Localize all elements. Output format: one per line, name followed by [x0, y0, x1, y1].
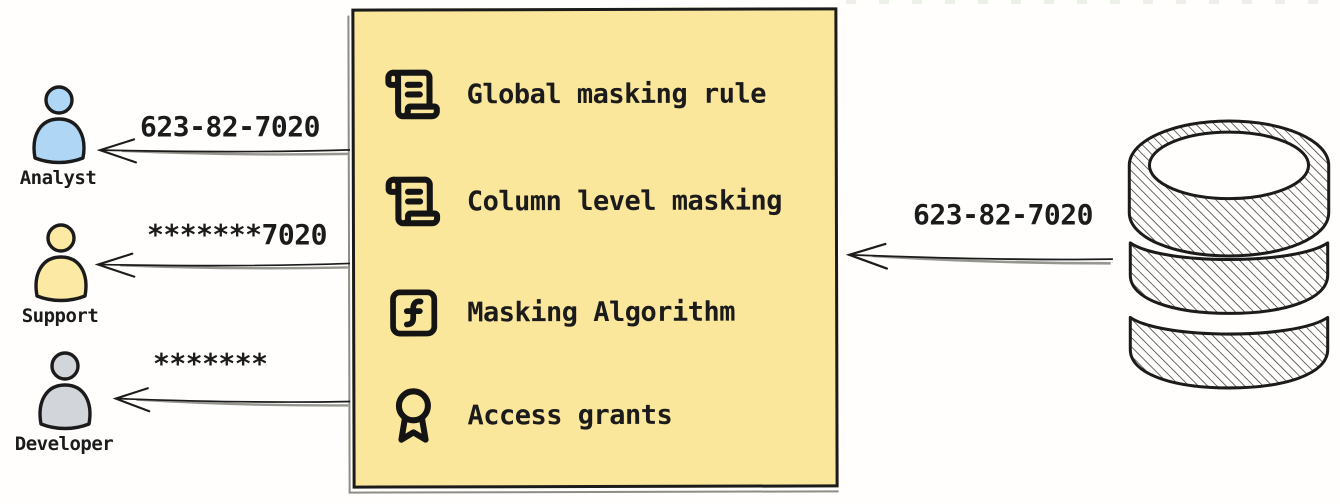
database-icon — [1122, 116, 1336, 396]
box-item-label: Global masking rule — [466, 78, 766, 110]
scroll-text-icon — [383, 65, 443, 123]
persona-developer: Developer — [6, 350, 122, 455]
function-square-icon — [383, 285, 443, 340]
flow-value-analyst: 623-82-7020 — [140, 110, 320, 143]
box-row-masking-algorithm: Masking Algorithm — [383, 281, 735, 344]
box-item-label: Masking Algorithm — [467, 296, 736, 328]
arrow-to-support — [94, 250, 352, 281]
persona-label: Analyst — [19, 167, 97, 189]
masking-rules-box: Global masking rule Column level masking… — [351, 7, 839, 489]
persona-support: Support — [2, 222, 118, 327]
persona-label: Developer — [14, 433, 114, 455]
flow-value-developer: ******* — [153, 347, 268, 380]
box-row-global-masking-rule: Global masking rule — [383, 63, 767, 126]
arrow-to-analyst — [96, 135, 352, 167]
flow-value-support: *******7020 — [147, 218, 327, 251]
box-row-access-grants: Access grants — [383, 384, 672, 447]
scroll-text-icon — [383, 172, 443, 230]
arrow-to-developer — [112, 383, 353, 418]
award-icon — [383, 384, 443, 446]
persona-analyst: Analyst — [0, 84, 116, 189]
person-icon — [38, 351, 92, 431]
flow-value-database: 623-82-7020 — [913, 198, 1093, 231]
box-row-column-level-masking: Column level masking — [383, 170, 782, 233]
person-icon — [32, 85, 86, 165]
arrow-database-to-box — [845, 239, 1116, 278]
cropped-dashed-border — [846, 0, 1340, 4]
person-icon — [34, 223, 88, 303]
box-item-label: Access grants — [467, 399, 673, 431]
box-item-label: Column level masking — [466, 185, 783, 217]
persona-label: Support — [21, 305, 99, 327]
